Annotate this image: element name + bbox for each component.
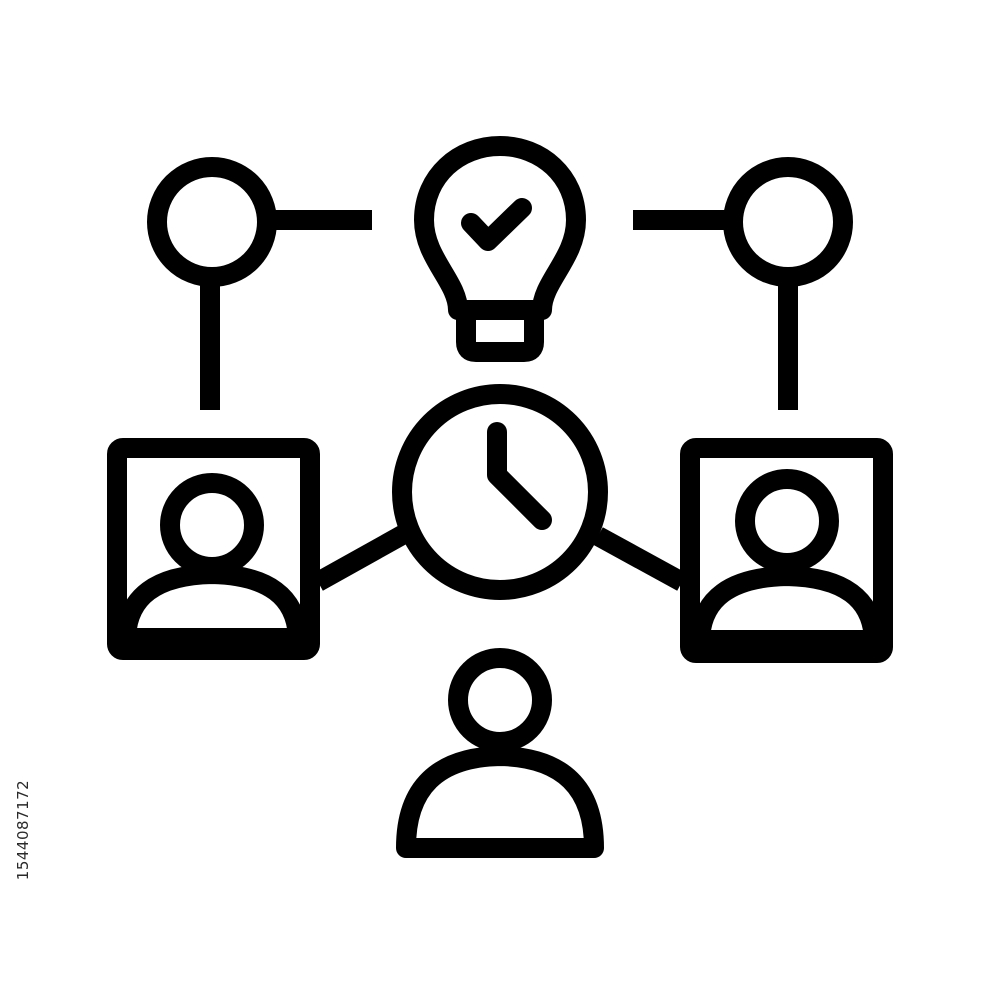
user-frame-right <box>680 438 893 663</box>
frame-border <box>107 438 320 660</box>
user-head-icon <box>735 469 839 573</box>
user-head-icon <box>160 473 264 577</box>
stock-id-text: 1544087172 <box>14 779 32 881</box>
clock-face <box>392 384 608 600</box>
check-icon <box>461 198 532 251</box>
connector-node-top-left <box>147 157 372 410</box>
node-circle-icon <box>147 157 277 287</box>
lightbulb-base <box>456 302 544 362</box>
user-head-icon <box>448 648 552 752</box>
user-body-icon <box>690 566 884 650</box>
clock-icon <box>392 384 608 600</box>
lightbulb-check-icon <box>414 136 586 362</box>
user-body-icon <box>116 564 308 648</box>
clock-hands <box>487 422 552 530</box>
connector-node-top-right <box>633 157 853 410</box>
stock-id-watermark: 1544087172 <box>6 755 40 905</box>
frame-border <box>680 438 893 663</box>
link-line-left <box>313 525 409 591</box>
user-body-icon <box>396 746 604 858</box>
link-line-right <box>593 527 687 591</box>
lightbulb-outline <box>414 136 586 320</box>
user-bottom <box>396 648 604 858</box>
node-circle-icon <box>723 157 853 287</box>
user-frame-left <box>107 438 320 660</box>
